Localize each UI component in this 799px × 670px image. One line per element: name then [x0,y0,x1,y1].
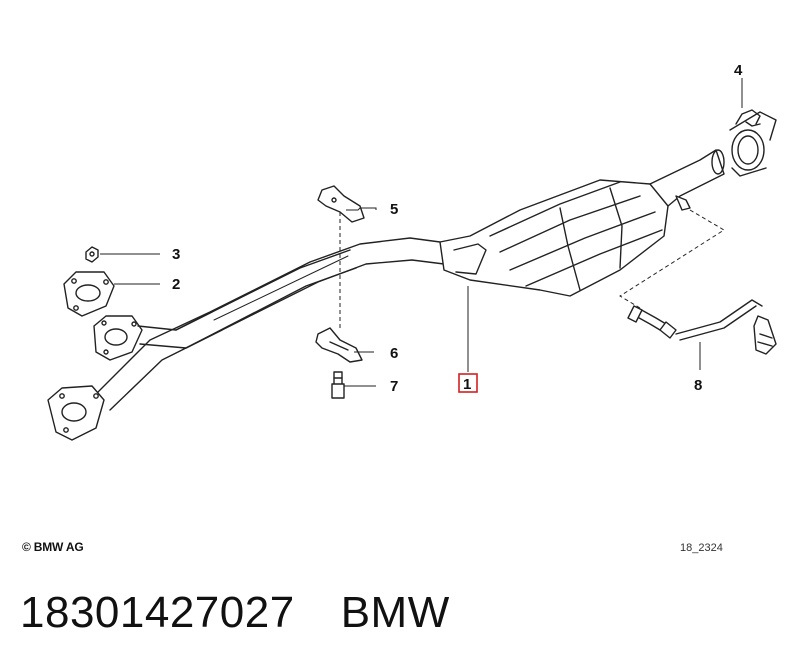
catalytic-converter-part-1 [439,149,725,297]
callout-1[interactable]: 1 [463,376,471,393]
bracket-part-5 [317,185,365,223]
brand-name: BMW [340,588,450,637]
front-pipes [97,237,445,411]
gasket-part-2 [63,271,115,317]
figure-code: 18_2324 [680,542,723,554]
exhaust-parts-diagram: 1 2 3 4 5 6 7 8 [47,62,777,441]
callout-6[interactable]: 6 [390,345,398,362]
oxygen-sensor-part-8 [627,299,777,355]
callout-8[interactable]: 8 [694,377,702,394]
copyright-notice: © BMW AG [22,540,84,554]
part-caption: 18301427027 BMW [20,588,450,638]
front-flange-middle [93,315,143,361]
callout-4[interactable]: 4 [734,62,743,79]
leader-line-5 [346,207,377,211]
callout-7[interactable]: 7 [390,378,398,395]
dashed-leader-sensor [619,209,725,309]
callout-2[interactable]: 2 [172,276,180,293]
front-flange-lower [47,385,105,441]
callout-1-highlight [458,373,478,393]
callout-3[interactable]: 3 [172,246,180,263]
clamp-part-4 [729,109,777,177]
callout-5[interactable]: 5 [390,201,398,218]
bolt-part-7 [331,371,345,399]
bracket-part-6 [315,327,363,363]
nut-part-3 [85,246,99,263]
part-number: 18301427027 [20,588,295,637]
